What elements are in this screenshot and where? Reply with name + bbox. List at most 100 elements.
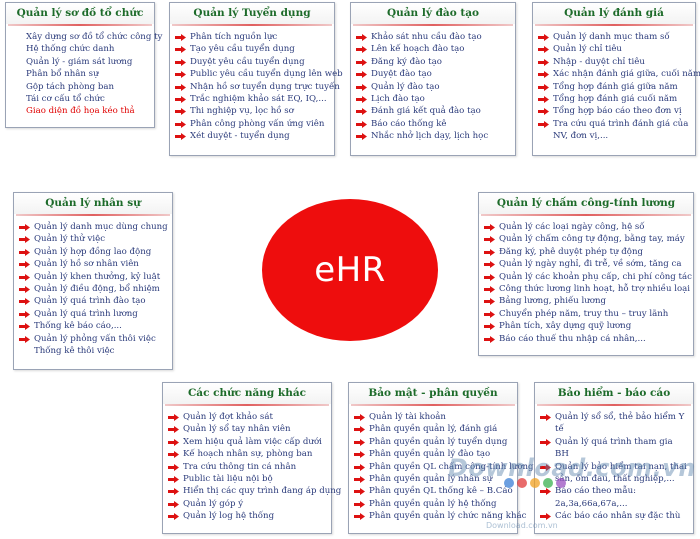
ehr-label: eHR xyxy=(314,250,386,290)
red-arrow-icon xyxy=(538,58,549,66)
list-item: Quản lý danh mục dùng chung xyxy=(14,221,172,233)
red-arrow-icon xyxy=(168,488,179,496)
list-item-text: Duyệt yêu cầu tuyển dụng xyxy=(190,56,305,67)
list-item: Quản lý ngày nghỉ, đi trễ, về sớm, tăng … xyxy=(479,258,693,270)
divider xyxy=(481,214,691,216)
list-item-text: Nhắc nhở lịch dạy, lịch học xyxy=(371,131,489,142)
list-item-text: Báo cáo theo mẫu: 2a,3a,66a,67a,... xyxy=(555,486,637,509)
red-arrow-icon xyxy=(538,108,549,116)
red-arrow-icon xyxy=(354,513,365,521)
red-arrow-icon xyxy=(484,261,495,269)
personnel-title: Quản lý nhân sự xyxy=(14,193,172,214)
red-arrow-icon xyxy=(354,476,365,484)
list-item: Tái cơ cấu tổ chức xyxy=(6,93,154,105)
list-item-text: Phân quyền QL thống kê – B.Cáo xyxy=(369,486,513,497)
list-item-text: Xác nhận đánh giá giữa, cuối năm xyxy=(553,69,700,80)
red-arrow-icon xyxy=(168,414,179,421)
evaluation-title: Quản lý đánh giá xyxy=(533,3,695,24)
watermark-dot xyxy=(530,478,540,488)
red-arrow-icon xyxy=(538,46,549,54)
list-item: Quản lý quá trình đào tạo xyxy=(14,295,172,307)
red-arrow-icon xyxy=(175,96,186,104)
list-item: Quản lý quá trình lương xyxy=(14,308,172,320)
list-item: Các báo cáo nhân sự đặc thù xyxy=(535,510,693,522)
list-item: Thi nghiệp vụ, lọc hồ sơ xyxy=(170,105,334,117)
list-item-text: Tái cơ cấu tổ chức xyxy=(26,94,105,105)
list-item-text: Quản lý ngày nghỉ, đi trễ, về sớm, tăng … xyxy=(499,259,682,270)
security-title: Bảo mật - phân quyền xyxy=(349,383,517,404)
training-box: Quản lý đào tạo Khảo sát nhu cầu đào tạo… xyxy=(350,2,516,156)
list-item: Công thức lương linh hoạt, hỗ trợ nhiều … xyxy=(479,283,693,295)
list-item: Phân quyền quản lý nhân sự xyxy=(349,473,517,485)
red-arrow-icon xyxy=(354,426,365,434)
red-arrow-icon xyxy=(538,34,549,41)
list-item-text: Phân tích nguồn lực xyxy=(190,32,278,42)
list-item: Phân tích, xây dựng quỹ lương xyxy=(479,320,693,332)
list-item: Đăng ký, phê duyệt phép tự động xyxy=(479,246,693,258)
red-arrow-icon xyxy=(168,513,179,521)
list-item-text: Quản lý khen thưởng, kỷ luật xyxy=(34,271,161,282)
red-arrow-icon xyxy=(354,451,365,459)
list-item-text: Đăng ký đào tạo xyxy=(371,56,442,67)
list-item: Thống kê thôi việc xyxy=(14,345,172,357)
list-item-text: Quản lý log hệ thống xyxy=(183,511,275,522)
list-item-text: Quản lý các khoản phụ cấp, chi phí công … xyxy=(499,271,692,282)
red-arrow-icon xyxy=(484,224,495,231)
training-title: Quản lý đào tạo xyxy=(351,3,515,24)
red-arrow-icon xyxy=(168,463,179,471)
list-item-text: Khảo sát nhu cầu đào tạo xyxy=(371,32,482,42)
list-item: Phân bổ nhân sự xyxy=(6,68,154,80)
list-item: Phân quyền quản lý hệ thống xyxy=(349,498,517,510)
recruitment-title: Quản lý Tuyển dụng xyxy=(170,3,334,24)
list-item: Tổng hợp đánh giá cuối năm xyxy=(533,93,695,105)
red-arrow-icon xyxy=(484,323,495,331)
list-item-text: Nhận hồ sơ tuyển dụng trực tuyến xyxy=(190,81,340,92)
list-item: Đăng ký đào tạo xyxy=(351,56,515,68)
list-item: Quản lý hồ sơ nhân viên xyxy=(14,258,172,270)
red-arrow-icon xyxy=(540,463,551,471)
red-arrow-icon xyxy=(354,488,365,496)
divider xyxy=(165,404,329,406)
list-item: Quản lý sổ sổ, thẻ bảo hiểm Y tế xyxy=(535,411,693,436)
list-item: Quản lý sổ tay nhân viên xyxy=(163,423,331,435)
list-item-text: Quản lý điều động, bổ nhiệm xyxy=(34,284,160,295)
red-arrow-icon xyxy=(175,120,186,128)
list-item-text: Tổng hợp đánh giá cuối năm xyxy=(553,94,678,105)
list-item-text: Xây dựng sơ đồ tổ chức công ty xyxy=(26,32,163,42)
list-item: Quản lý thử việc xyxy=(14,233,172,245)
list-item-text: Trắc nghiệm khảo sát EQ, IQ,... xyxy=(190,94,327,105)
divider xyxy=(351,404,515,406)
list-item-text: Lên kế hoạch đào tạo xyxy=(371,44,465,55)
list-item-text: Quản lý quá trình lương xyxy=(34,308,138,319)
list-item: Phân quyền quản lý đào tạo xyxy=(349,448,517,460)
list-item: Đánh giá kết quả đào tạo xyxy=(351,105,515,117)
list-item: Duyệt đào tạo xyxy=(351,68,515,80)
list-item-text: Tổng hợp báo cáo theo đơn vị xyxy=(553,106,682,117)
list-item-text: Thống kê thôi việc xyxy=(34,346,115,357)
list-item: Duyệt yêu cầu tuyển dụng xyxy=(170,56,334,68)
list-item-text: Quản lý các loại ngày công, hệ số xyxy=(499,222,645,232)
red-arrow-icon xyxy=(354,463,365,471)
list-item: Quản lý đào tạo xyxy=(351,81,515,93)
list-item-text: Quản lý quá trình đào tạo xyxy=(34,296,146,307)
list-item: Lên kế hoạch đào tạo xyxy=(351,43,515,55)
red-arrow-icon xyxy=(19,273,30,281)
list-item: Public tài liệu nội bộ xyxy=(163,473,331,485)
red-arrow-icon xyxy=(538,71,549,79)
list-item-text: Quản lý quá trình tham gia BH xyxy=(555,436,673,460)
list-item-text: Phân quyền quản lý nhân sự xyxy=(369,474,493,485)
watermark-dots xyxy=(504,478,566,488)
list-item: Nhận hồ sơ tuyển dụng trực tuyến xyxy=(170,81,340,93)
list-item: Quản lý góp ý xyxy=(163,498,331,510)
list-item-text: Phân quyền quản lý đào tạo xyxy=(369,449,491,460)
list-item-text: Public tài liệu nội bộ xyxy=(183,474,273,485)
list-item: Nhập - duyệt chỉ tiêu xyxy=(533,56,695,68)
list-item-text: Tra cứu thông tin cá nhân xyxy=(183,461,297,472)
watermark-subtext: Download.com.vn xyxy=(486,521,558,530)
list-item-text: Giao diện đồ họa kéo thả xyxy=(26,106,135,117)
